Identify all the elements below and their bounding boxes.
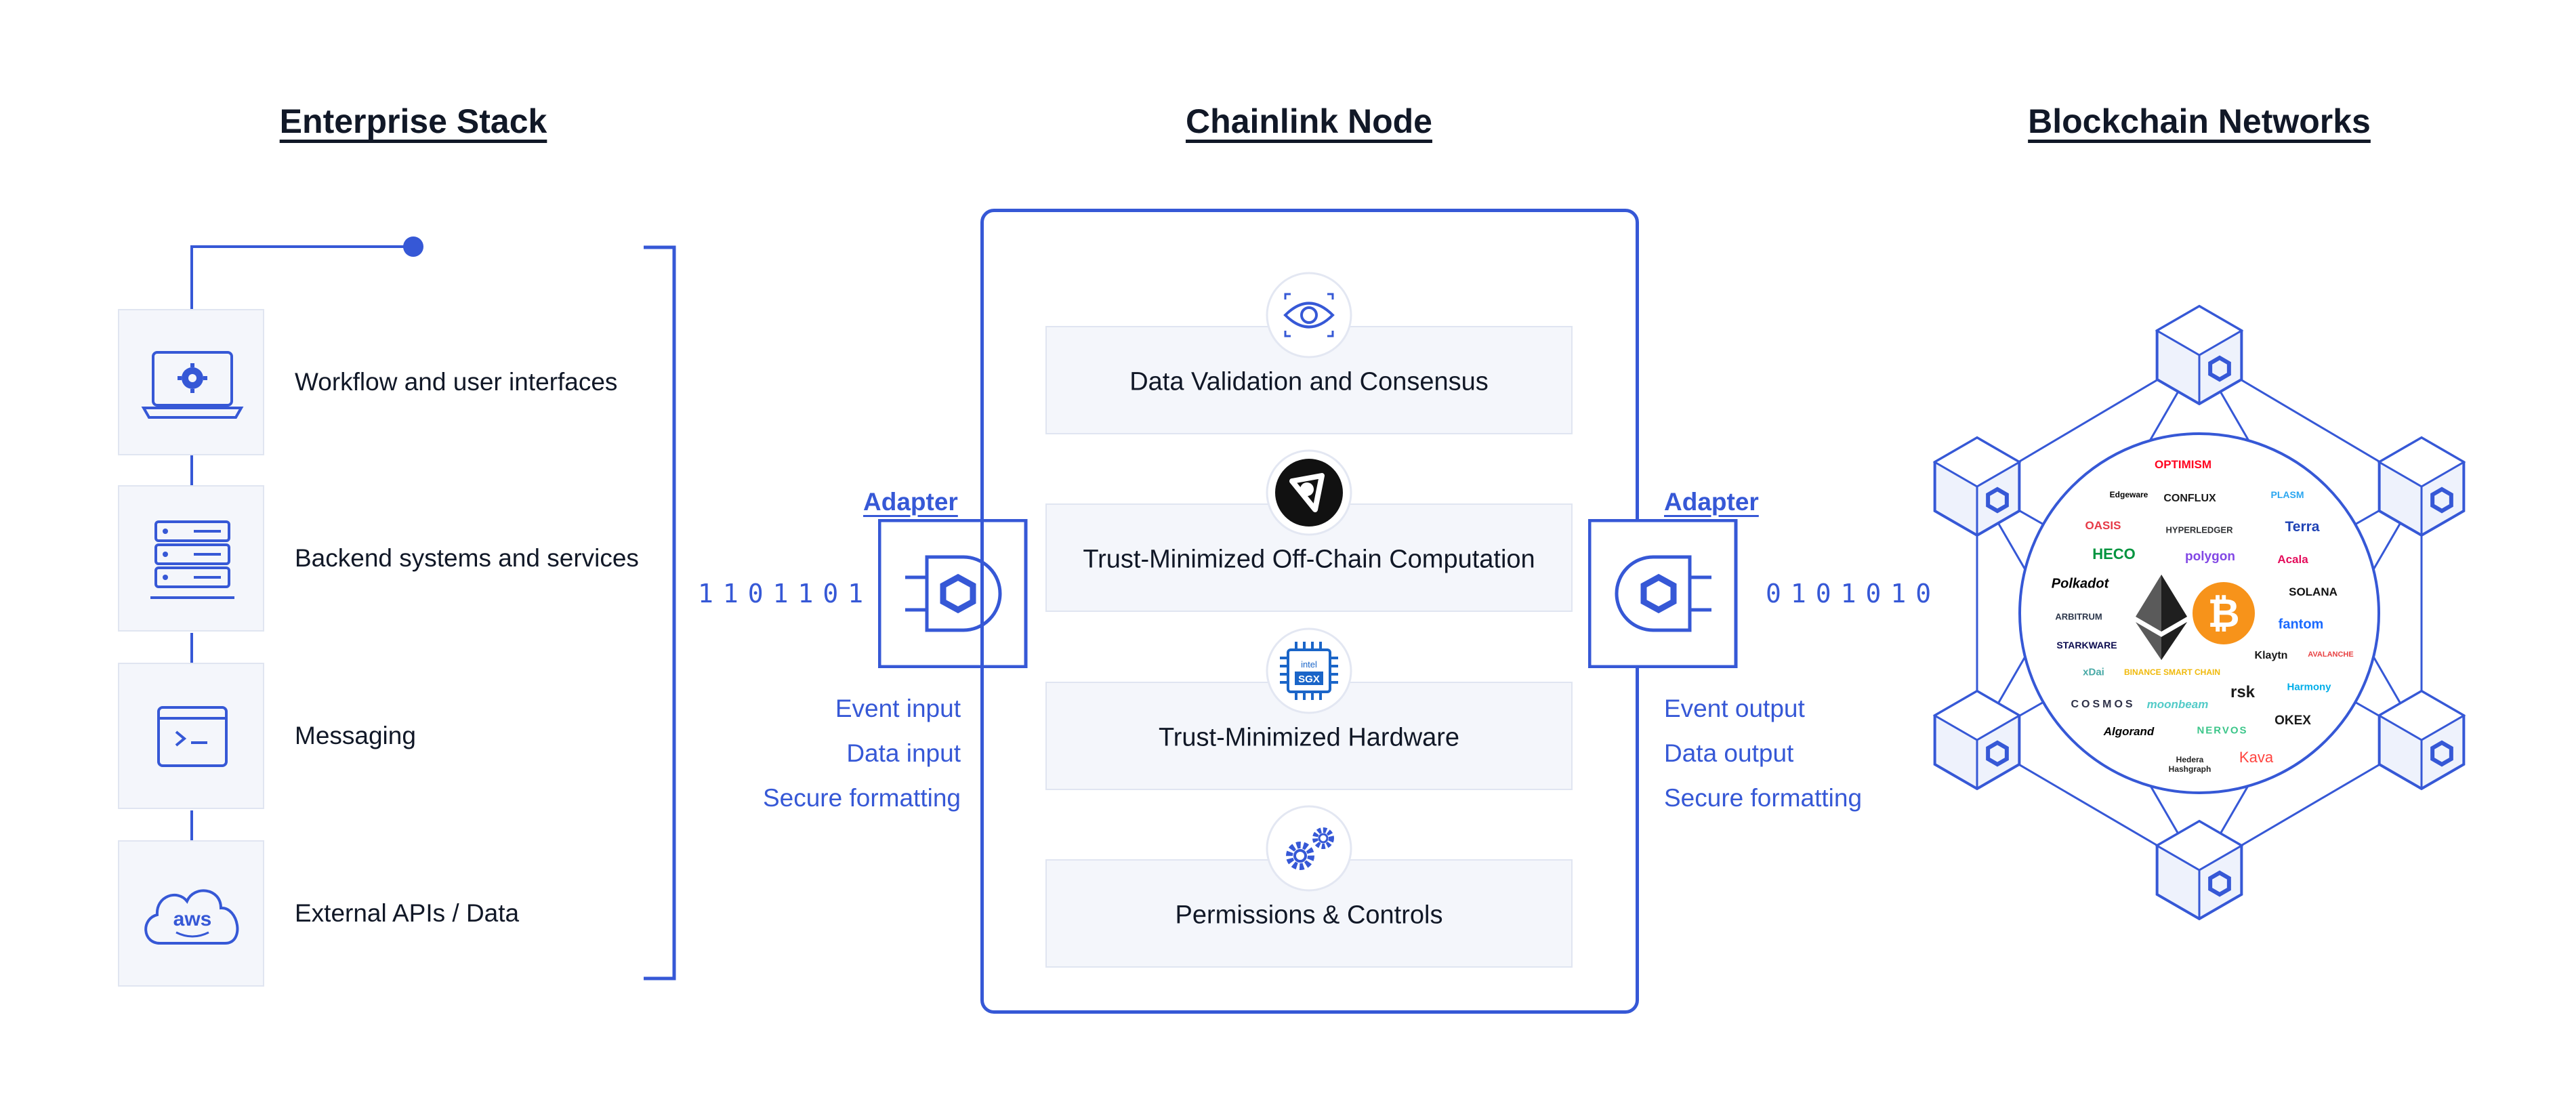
- chain-node-hexagon: [2155, 819, 2244, 921]
- messaging-icon-box: [118, 663, 264, 809]
- logo-oasis: OASIS: [2085, 519, 2121, 532]
- terminal-window-icon: [157, 706, 228, 767]
- output-adapter-title: Adapter: [1664, 488, 1759, 516]
- chainlink-mark-icon: [2430, 487, 2453, 514]
- input-adapter-title: Adapter: [863, 488, 958, 516]
- blockchain-networks-title: Blockchain Networks: [2028, 102, 2371, 140]
- chainlink-mark-icon: [1986, 487, 2009, 514]
- logo-okex: OKEX: [2274, 714, 2311, 728]
- logo-hedera-hashgraph: Hedera Hashgraph: [2168, 755, 2211, 774]
- bitcoin-icon: ₿: [2193, 582, 2255, 644]
- enterprise-stack-title: Enterprise Stack: [279, 102, 547, 140]
- chain-node-hexagon: [2377, 436, 2466, 537]
- chainlink-mark-icon: [2208, 870, 2231, 897]
- chainlink-mark-icon: [2430, 740, 2453, 767]
- sgx-text: SGX: [1298, 674, 1320, 685]
- server-rack-icon: [150, 520, 234, 599]
- output-bits: 0101010: [1766, 579, 1941, 608]
- enterprise-item-messaging: Messaging: [295, 722, 416, 749]
- chainlink-node-title: Chainlink Node: [1186, 102, 1432, 140]
- input-adapter-data: Data input: [846, 739, 961, 767]
- chainlink-mark-icon: [1986, 740, 2009, 767]
- aws-cloud-icon: aws: [144, 889, 239, 945]
- workflow-icon-box: [118, 309, 264, 455]
- logo-moonbeam: moonbeam: [2146, 698, 2209, 711]
- logo-polkadot: Polkadot: [2051, 576, 2109, 592]
- output-adapter-data: Data output: [1664, 739, 1794, 767]
- logo-plasm: PLASM: [2270, 489, 2304, 500]
- logo-klaytn: Klaytn: [2254, 650, 2288, 661]
- aws-text: aws: [173, 908, 212, 930]
- layer-data-validation-label: Data Validation and Consensus: [1129, 367, 1489, 396]
- layer-permissions-label: Permissions & Controls: [1175, 901, 1443, 930]
- chain-node-hexagon: [1932, 436, 2022, 537]
- intel-sgx-chip-icon: intel SGX: [1265, 627, 1353, 715]
- logo-terra: Terra: [2285, 519, 2320, 535]
- logo-acala: Acala: [2277, 553, 2308, 566]
- output-adapter-formatting: Secure formatting: [1664, 784, 1863, 812]
- input-bits: 1101101: [698, 579, 873, 608]
- logo-conflux: CONFLUX: [2163, 493, 2216, 504]
- ethereum-icon: [2136, 575, 2187, 660]
- input-adapter-formatting: Secure formatting: [762, 784, 961, 812]
- enterprise-item-external-apis: External APIs / Data: [295, 899, 520, 927]
- intel-text: intel: [1301, 659, 1317, 669]
- logo-algorand: Algorand: [2103, 725, 2155, 738]
- backend-icon-box: [118, 485, 264, 632]
- bitcoin-symbol: ₿: [2207, 590, 2240, 636]
- logo-fantom: fantom: [2278, 617, 2324, 632]
- gears-icon: [1265, 804, 1353, 892]
- logo-arbitrum: ARBITRUM: [2055, 611, 2102, 622]
- chain-node-hexagon: [1932, 689, 2022, 791]
- logo-avalanche: AVALANCHE: [2308, 651, 2354, 659]
- logo-cosmos: COSMOS: [2071, 699, 2136, 710]
- chainlink-mark-icon: [2208, 355, 2231, 382]
- logo-xdai: xDai: [2083, 666, 2104, 678]
- output-adapter-block: [1588, 519, 1738, 668]
- logo-hyperledger: HYPERLEDGER: [2165, 524, 2233, 535]
- layer-hardware-label: Trust-Minimized Hardware: [1158, 723, 1460, 752]
- logo-harmony: Harmony: [2287, 681, 2331, 693]
- logo-heco: HECO: [2092, 545, 2136, 562]
- enterprise-item-backend: Backend systems and services: [295, 544, 639, 572]
- eye-icon: [1265, 271, 1353, 359]
- laptop-gear-icon: [141, 351, 244, 419]
- logo-edgeware: Edgeware: [2109, 490, 2148, 499]
- input-adapter-block: [878, 519, 1028, 668]
- logo-binance-smart-chain: BINANCE SMART CHAIN: [2124, 667, 2220, 677]
- enterprise-item-workflow: Workflow and user interfaces: [295, 368, 618, 396]
- logo-nervos: NERVOS: [2197, 724, 2248, 737]
- logo-solana: SOLANA: [2289, 585, 2338, 598]
- logo-rsk: rsk: [2230, 683, 2256, 701]
- logo-optimism: OPTIMISM: [2154, 458, 2212, 471]
- logo-polygon: polygon: [2185, 550, 2235, 564]
- logo-starkware: STARKWARE: [2056, 640, 2117, 651]
- output-adapter-event: Event output: [1664, 695, 1805, 722]
- logo-kava: Kava: [2239, 749, 2274, 766]
- chain-node-hexagon: [2377, 689, 2466, 791]
- input-adapter-event: Event input: [835, 695, 961, 722]
- chain-node-hexagon: [2155, 304, 2244, 406]
- layer-off-chain-computation-label: Trust-Minimized Off-Chain Computation: [1083, 545, 1535, 574]
- external-apis-icon-box: aws: [118, 840, 264, 987]
- computation-logo-icon: [1265, 449, 1353, 537]
